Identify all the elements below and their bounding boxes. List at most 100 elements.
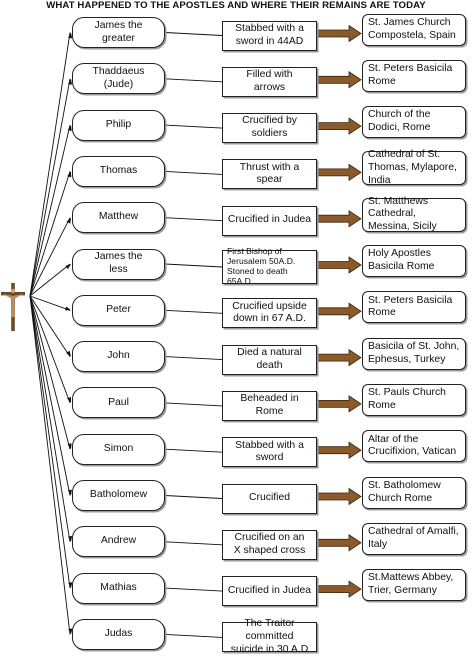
brown-arrow xyxy=(316,117,362,135)
arrow-head xyxy=(68,628,73,635)
connector-line xyxy=(29,171,71,297)
apostle-name-box: Thaddaeus (Jude) xyxy=(72,63,165,95)
brown-arrow xyxy=(316,534,362,552)
arrow-head xyxy=(65,306,71,311)
brown-arrow xyxy=(316,163,362,182)
arrow-head xyxy=(68,582,73,589)
connector-line xyxy=(164,495,223,499)
connector-line xyxy=(29,295,71,496)
connector-line xyxy=(164,402,223,407)
remains-box: Church of the Dodici, Rome xyxy=(362,106,466,139)
connector-line xyxy=(29,295,71,357)
connector-line xyxy=(29,295,71,450)
brown-arrow xyxy=(316,395,362,413)
connector-line xyxy=(164,356,223,361)
arrow-head xyxy=(68,535,73,542)
remains-box: Basicila of St. John, Ephesus, Turkey xyxy=(362,337,466,370)
connector-line xyxy=(164,78,223,83)
apostle-name-box: Judas xyxy=(72,618,165,650)
remains-box: St. Peters Basicila Rome xyxy=(362,291,466,324)
connector-line xyxy=(164,587,223,592)
brown-arrow xyxy=(316,256,362,274)
remains-box: St. Batholomew Church Rome xyxy=(362,476,466,509)
apostle-name-box: Philip xyxy=(72,109,165,141)
connector-line xyxy=(29,295,71,589)
brown-arrow xyxy=(316,24,362,43)
arrow-head xyxy=(67,125,72,132)
apostle-name-box: John xyxy=(72,341,165,373)
connector-line xyxy=(164,170,223,175)
fate-box: Crucified in Judea xyxy=(222,576,317,607)
connector-line xyxy=(29,295,71,635)
apostle-name-box: Thomas xyxy=(72,155,165,187)
brown-arrow xyxy=(316,302,362,321)
brown-arrow xyxy=(316,580,362,598)
arrow-head xyxy=(67,78,73,85)
remains-box: St.Mattews Abbey, Trier, Germany xyxy=(362,569,466,602)
fate-box: Crucified in Judea xyxy=(222,205,317,236)
connector-line xyxy=(29,78,71,297)
arrow-head xyxy=(67,171,72,178)
connector-line xyxy=(164,448,223,453)
apostle-name-box: Simon xyxy=(72,433,165,465)
brown-arrow xyxy=(316,71,362,89)
remains-box: St. James Church Compostela, Spain xyxy=(362,13,466,46)
connector-line xyxy=(164,124,223,129)
connector-lines xyxy=(29,32,223,638)
fate-box: Filled with arrows xyxy=(222,66,317,97)
fate-box: Thrust with a spear xyxy=(222,159,317,190)
remains-box: St. Pauls Church Rome xyxy=(362,383,466,416)
remains-box: Altar of the Crucifixion, Vatican xyxy=(362,430,466,463)
connector-line xyxy=(29,32,71,297)
connector-line xyxy=(164,32,223,36)
apostle-name-box: James the greater xyxy=(72,17,165,48)
connector-line xyxy=(29,263,71,297)
connector-line xyxy=(164,217,223,222)
fate-box: First Bishop of Jerusalem 50A.D. Stoned … xyxy=(222,246,317,286)
brown-arrow xyxy=(316,487,362,506)
connector-line xyxy=(29,124,71,297)
remains-box: Cathedral of St. Thomas, Mylapore, India xyxy=(362,149,466,186)
connector-line xyxy=(164,309,223,314)
arrow-group xyxy=(316,24,362,598)
fate-box: The Traitor committed suicide in 30 A.D xyxy=(222,618,317,655)
connector-line xyxy=(29,295,71,404)
fate-box: Died a natural death xyxy=(222,344,317,375)
apostle-name-box: Matthew xyxy=(72,202,165,234)
apostle-name-box: James the less xyxy=(72,248,165,280)
apostle-name-box: Peter xyxy=(72,294,165,326)
remains-box: St. Peters Basicila Rome xyxy=(362,59,466,92)
connector-line xyxy=(164,263,223,268)
connector-line xyxy=(29,217,71,297)
crucifix-icon xyxy=(1,283,25,331)
arrow-head xyxy=(66,217,71,224)
fate-box: Crucified on an X shaped cross xyxy=(222,529,317,560)
remains-box: Holy Apostles Basicila Rome xyxy=(362,245,466,277)
arrow-head xyxy=(66,350,71,357)
remains-box: Cathedral of Amalfi, Italy xyxy=(362,522,466,555)
apostle-name-box: Paul xyxy=(72,387,165,419)
connector-line xyxy=(29,295,71,542)
fate-box: Crucified xyxy=(222,483,317,514)
apostle-name-box: Andrew xyxy=(72,526,165,558)
arrow-head xyxy=(68,32,73,39)
brown-arrow xyxy=(316,348,362,367)
fate-box: Stabbed with a sword xyxy=(222,437,317,468)
arrow-head xyxy=(67,443,72,450)
arrow-head xyxy=(67,489,72,496)
fate-box: Crucified upside down in 67 A.D. xyxy=(222,298,317,329)
connector-line xyxy=(164,633,223,638)
arrow-head xyxy=(65,264,71,270)
brown-arrow xyxy=(316,209,362,228)
apostle-name-box: Batholomew xyxy=(72,480,165,511)
arrow-head xyxy=(67,396,71,403)
connector-line xyxy=(29,295,71,311)
fate-box: Crucified by soldiers xyxy=(222,113,317,144)
fate-box: Beheaded in Rome xyxy=(222,390,317,421)
brown-arrow xyxy=(316,441,362,459)
remains-box: St. Matthews Cathedral, Messina, Sicily xyxy=(362,196,466,232)
apostle-name-box: Mathias xyxy=(72,572,165,604)
diagram-title: WHAT HAPPENED TO THE APOSTLES AND WHERE … xyxy=(46,0,426,11)
fate-box: Stabbed with a sword in 44AD xyxy=(222,20,317,51)
